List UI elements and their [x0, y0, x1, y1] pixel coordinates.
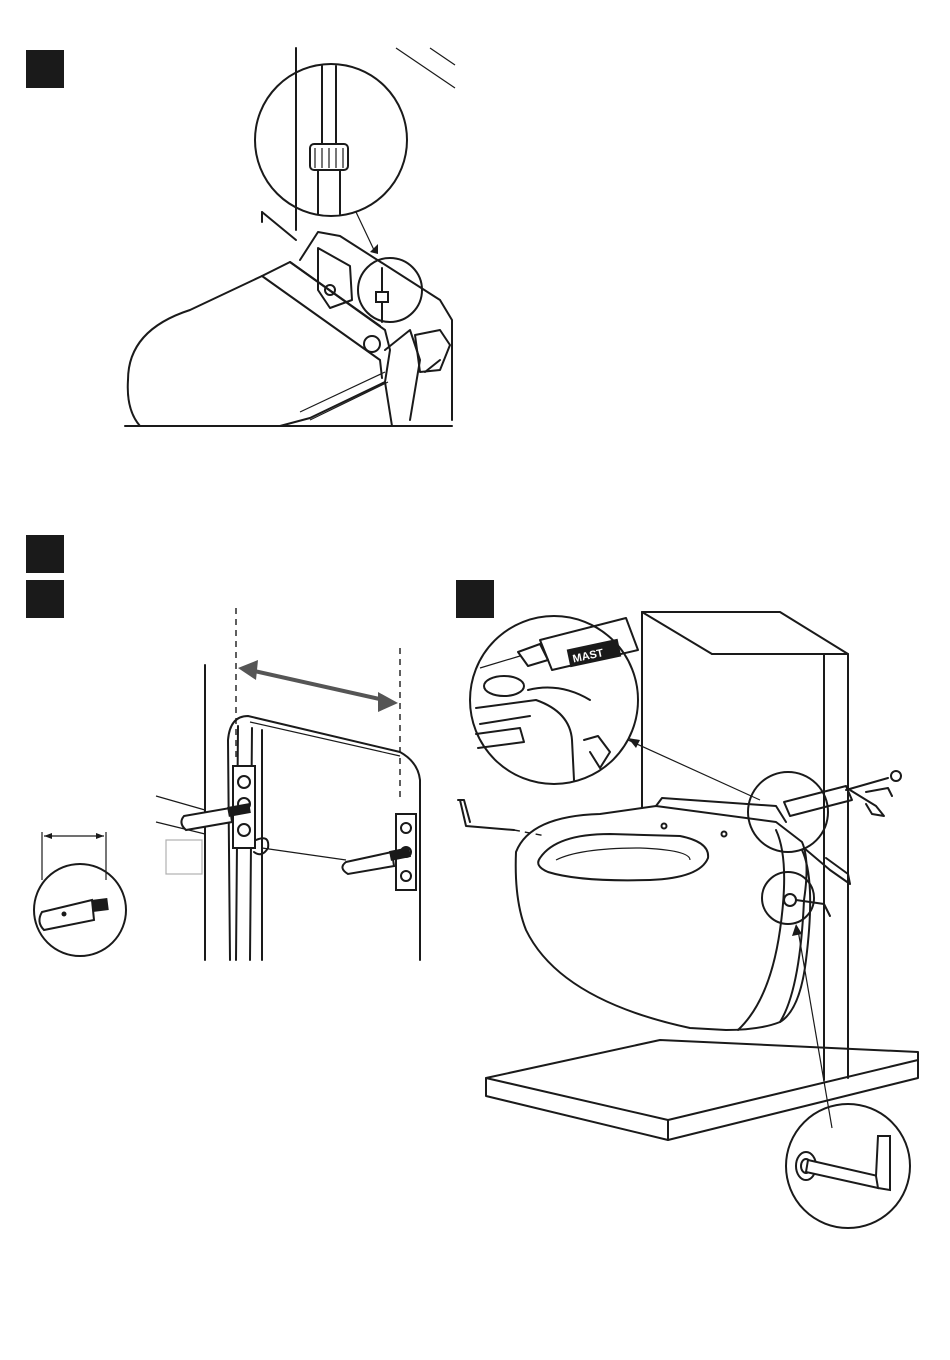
- allen-key-detail-magnifier: [786, 1104, 910, 1228]
